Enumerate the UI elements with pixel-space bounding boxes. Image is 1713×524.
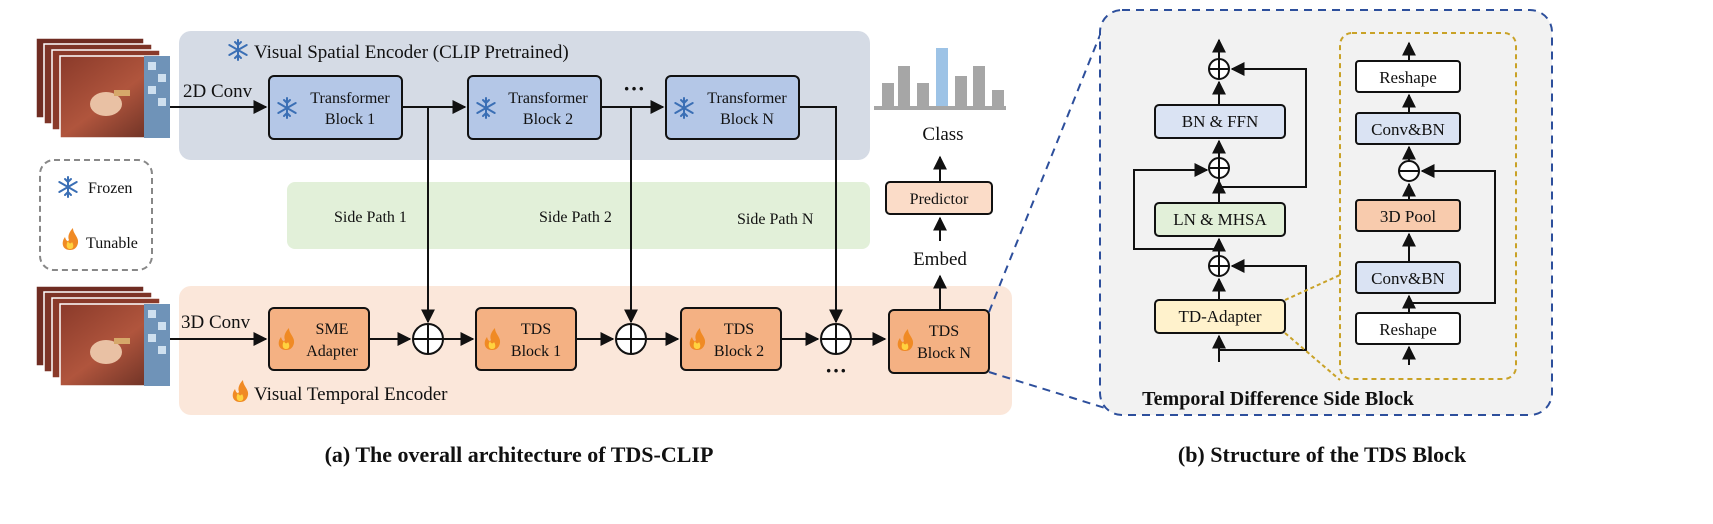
caption-b: (b) Structure of the TDS Block [1178,442,1467,467]
svg-text:TDS: TDS [724,321,754,338]
tds-left-column: BN & FFN LN & MHSA TD-Adapter [1133,38,1307,362]
svg-text:Transformer: Transformer [707,90,787,107]
add-node-n [820,323,852,355]
conv-bn-bottom-label: Conv&BN [1371,269,1445,288]
td-adapter-label: TD-Adapter [1178,307,1261,326]
bn-ffn-label: BN & FFN [1182,112,1259,131]
transformer-block-2: Transformer Block 2 [467,75,602,140]
svg-text:Block 2: Block 2 [714,343,764,360]
transformer-block-1: Transformer Block 1 [268,75,403,140]
svg-text:Block 1: Block 1 [511,343,561,360]
tds-block-n: TDS Block N [888,309,990,374]
svg-text:TDS: TDS [521,321,551,338]
ln-mhsa-box [1154,202,1286,237]
embed-label: Embed [913,249,967,270]
class-label: Class [922,124,963,145]
ellipsis-bottom: ··· [825,358,847,383]
conv-bn-top-box [1355,112,1461,145]
td-adapter-detail [1339,32,1517,380]
tds-block-title: Temporal Difference Side Block [1142,388,1415,410]
reshape-top-label: Reshape [1379,68,1437,87]
add-node-2 [615,323,647,355]
svg-text:Block N: Block N [720,111,774,128]
spatial-encoder-label: Visual Spatial Encoder (CLIP Pretrained) [254,42,569,63]
ellipsis-top: ··· [623,76,645,101]
conv3d-label: 3D Conv [181,312,251,333]
legend-frozen: Frozen [88,180,132,197]
legend-box [39,159,153,271]
side-path-2: Side Path 2 [539,209,612,226]
svg-text:Adapter: Adapter [306,343,358,360]
pool-3d-label: 3D Pool [1380,207,1436,226]
video-frames-top [35,37,171,139]
legend-tunable: Tunable [86,235,138,252]
svg-text:Block 1: Block 1 [325,111,375,128]
add-node-1 [412,323,444,355]
td-adapter-box [1154,299,1286,334]
class-histogram-icon [874,48,1006,110]
pool-3d-box [1355,199,1461,232]
svg-text:TDS: TDS [929,323,959,340]
conv-bn-top-label: Conv&BN [1371,120,1445,139]
sme-adapter: SME Adapter [268,307,370,371]
caption-a: (a) The overall architecture of TDS-CLIP [325,442,714,467]
reshape-top-box [1355,60,1461,93]
predictor-label: Predictor [910,191,969,208]
side-path-1: Side Path 1 [334,209,407,226]
conv2d-label: 2D Conv [183,81,253,102]
svg-text:Block 2: Block 2 [523,111,573,128]
svg-text:Transformer: Transformer [508,90,588,107]
transformer-block-n: Transformer Block N [665,75,800,140]
tds-block-1: TDS Block 1 [475,307,577,371]
ln-mhsa-label: LN & MHSA [1173,210,1267,229]
temporal-encoder-region [179,286,1012,415]
reshape-bottom-box [1355,312,1461,345]
svg-text:Block N: Block N [917,345,971,362]
svg-text:Transformer: Transformer [310,90,390,107]
conv-bn-bottom-box [1355,261,1461,294]
svg-text:SME: SME [316,321,349,338]
tds-block-2: TDS Block 2 [680,307,782,371]
side-path-region [287,182,870,249]
reshape-bottom-label: Reshape [1379,320,1437,339]
temporal-encoder-label: Visual Temporal Encoder [254,384,448,405]
side-path-n: Side Path N [737,211,814,228]
tds-right-column: Reshape Conv&BN 3D Pool Conv&BN Reshape [1355,41,1496,365]
video-frames-bottom [35,285,171,387]
